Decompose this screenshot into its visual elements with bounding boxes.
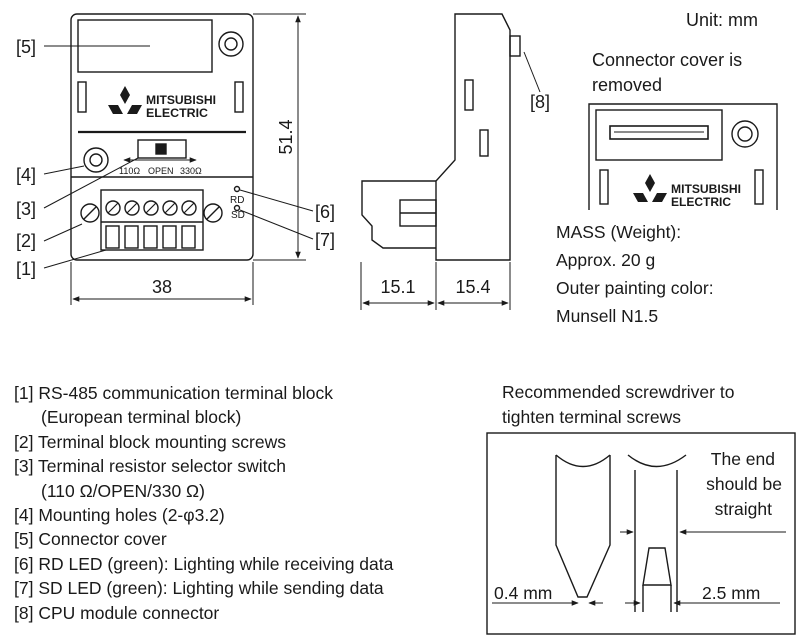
parts-legend: [1] RS-485 communication terminal block … [14, 381, 393, 625]
switch-label-open: OPEN [148, 166, 174, 176]
mitsubishi-logo-icon [108, 86, 142, 114]
legend-item-7: [7] SD LED (green): Lighting while sendi… [14, 578, 384, 599]
legend-item-1: [1] RS-485 communication terminal block [14, 383, 334, 403]
callout-8: [8] [530, 92, 550, 112]
logo-text-1: MITSUBISHI [146, 93, 216, 107]
rd-led [233, 185, 241, 193]
callout-1: [1] [16, 259, 36, 279]
unit-label: Unit: mm [686, 10, 758, 30]
front-view [70, 13, 254, 261]
cover-logo-text-1: MITSUBISHI [671, 182, 741, 196]
legend-item-6: [6] RD LED (green): Lighting while recei… [14, 553, 394, 574]
spec-mass-label: MASS (Weight): [556, 222, 681, 242]
cover-logo-text-2: ELECTRIC [671, 195, 731, 209]
screwdriver-box [486, 432, 796, 635]
callout-5: [5] [16, 37, 36, 57]
callout-6: [6] [315, 202, 335, 222]
mounting-screw-left [80, 203, 100, 223]
switch-label-330: 330Ω [180, 166, 202, 176]
terminal-block [100, 189, 204, 251]
screwdriver-note-3: straight [715, 499, 773, 519]
legend-item-4: [4] Mounting holes (2-φ3.2) [14, 505, 225, 526]
terminal-screw [105, 200, 121, 216]
cover-removed-view [588, 103, 778, 210]
side-view [361, 13, 521, 261]
screwdriver-title-2: tighten terminal screws [502, 407, 681, 427]
dim-side-left: 15.1 [380, 277, 415, 297]
legend-item-3-sub: (110 Ω/OPEN/330 Ω) [41, 480, 205, 501]
mounting-hole-bottom [83, 147, 109, 173]
callout-7: [7] [315, 230, 335, 250]
legend-item-2: [2] Terminal block mounting screws [14, 431, 287, 452]
mounting-screw-right [203, 203, 223, 223]
legend-item-1-sub: (European terminal block) [41, 407, 242, 428]
spec-color-label: Outer painting color: [556, 278, 714, 298]
dim-tip: 0.4 mm [494, 583, 552, 603]
cpu-connector [609, 125, 709, 140]
logo-text-2: ELECTRIC [146, 106, 208, 120]
callout-4: [4] [16, 165, 36, 185]
spec-mass-value: Approx. 20 g [556, 250, 655, 270]
sd-led [233, 204, 241, 212]
callout-3: [3] [16, 199, 36, 219]
screwdriver-title-1: Recommended screwdriver to [502, 382, 734, 402]
legend-item-3: [3] Terminal resistor selector switch [14, 456, 286, 477]
mitsubishi-logo-icon [633, 174, 667, 202]
screwdriver-blade [642, 547, 672, 586]
legend-item-8: [8] CPU module connector [14, 602, 220, 623]
cover-caption-2: removed [592, 75, 662, 95]
switch-label-110: 110Ω [119, 166, 140, 176]
dim-width: 38 [152, 277, 172, 297]
screwdriver-note-2: should be [706, 474, 782, 494]
module-outline [70, 13, 254, 261]
dim-height: 51.4 [276, 119, 296, 154]
mounting-hole-top [218, 31, 244, 57]
led-label-sd: SD [231, 210, 245, 221]
cover-caption-1: Connector cover is [592, 50, 742, 70]
callout-2: [2] [16, 231, 36, 251]
legend-item-5: [5] Connector cover [14, 529, 167, 550]
dim-side-right: 15.4 [455, 277, 490, 297]
led-label-rd: RD [230, 195, 244, 206]
screwdriver-note-1: The end [711, 449, 775, 469]
spec-color-value: Munsell N1.5 [556, 306, 658, 326]
dim-blade-width: 2.5 mm [702, 583, 760, 603]
